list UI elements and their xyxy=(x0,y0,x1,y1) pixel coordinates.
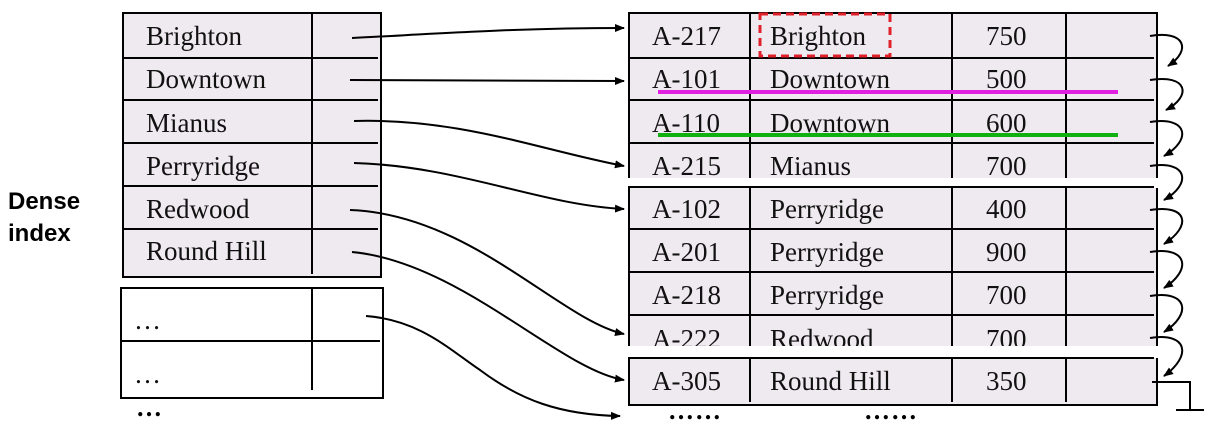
record-branch: Perryridge xyxy=(770,237,884,267)
record-branch: Mianus xyxy=(770,151,851,181)
record-balance: 750 xyxy=(986,21,1027,51)
index-entry: Round Hill xyxy=(146,236,267,266)
record-account: A-305 xyxy=(652,366,721,396)
dense-index-label-line2: index xyxy=(8,220,71,247)
record-account: A-217 xyxy=(652,21,721,51)
record-branch: Brighton xyxy=(770,21,867,51)
index-entry: Brighton xyxy=(146,21,243,51)
index-entry: Perryridge xyxy=(146,151,260,181)
index-entry: Redwood xyxy=(146,194,250,224)
index-more: … xyxy=(136,393,163,422)
index-extra-entry: … xyxy=(134,305,161,335)
records-more-left: …… xyxy=(668,396,722,425)
record-account: A-218 xyxy=(652,280,721,310)
records-more-right: …… xyxy=(864,396,918,425)
index-extra-table xyxy=(120,287,384,399)
record-balance: 700 xyxy=(986,151,1027,181)
record-account: A-215 xyxy=(652,151,721,181)
index-entry: Mianus xyxy=(146,108,227,138)
index-extra-entry: … xyxy=(134,359,161,389)
record-balance: 500 xyxy=(986,64,1027,94)
index-entry: Downtown xyxy=(146,64,266,94)
record-branch: Round Hill xyxy=(770,366,891,396)
record-account: A-102 xyxy=(652,194,721,224)
record-branch: Perryridge xyxy=(770,194,884,224)
record-balance: 700 xyxy=(986,280,1027,310)
brighton-highlight-box xyxy=(758,12,892,58)
record-account: A-101 xyxy=(652,64,721,94)
record-table xyxy=(628,12,1158,406)
record-balance: 900 xyxy=(986,237,1027,267)
record-balance: 400 xyxy=(986,194,1027,224)
record-balance: 350 xyxy=(986,366,1027,396)
index-table xyxy=(122,12,382,278)
record-account: A-201 xyxy=(652,237,721,267)
record-branch: Perryridge xyxy=(770,280,884,310)
record-branch: Downtown xyxy=(770,64,890,94)
dense-index-label-line1: Dense xyxy=(8,188,81,215)
dense-index-label: Dense index xyxy=(8,186,80,250)
